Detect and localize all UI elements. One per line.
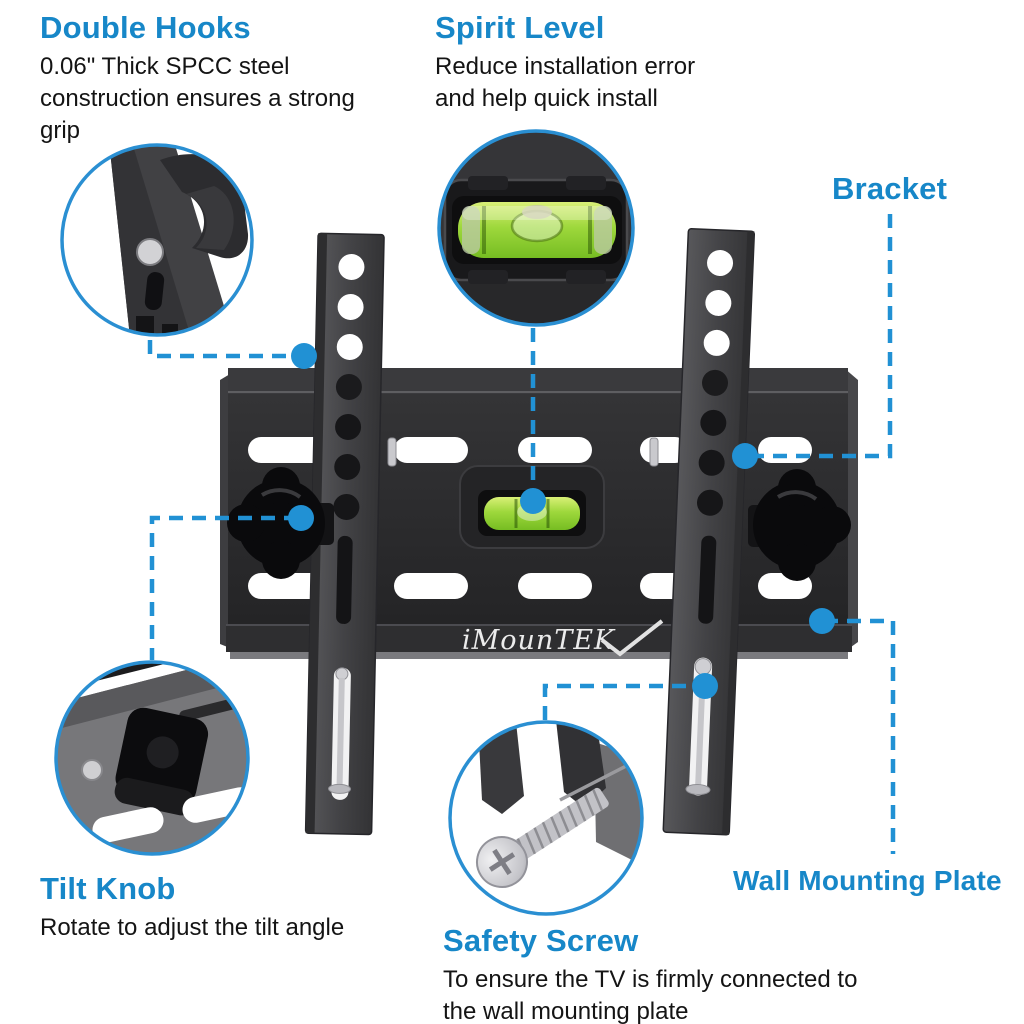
double-hooks-inset	[60, 143, 254, 337]
callout-safety-screw: Safety Screw To ensure the TV is firmly …	[443, 924, 859, 1024]
safety-screw-inset-ring	[448, 720, 644, 916]
right-safety-screw	[685, 658, 712, 796]
safety-screw-description: To ensure the TV is firmly connected to …	[443, 966, 858, 1024]
callout-tilt-knob: Tilt Knob Rotate to adjust the tilt angl…	[40, 872, 470, 944]
dot-safety-screw	[692, 673, 718, 699]
right-bracket-holes	[696, 249, 734, 516]
left-bracket-holes	[333, 254, 365, 520]
leader-dots	[288, 343, 835, 699]
right-bracket	[662, 227, 756, 836]
double-hooks-title: Double Hooks	[40, 10, 251, 45]
tilt-knob-inset	[54, 660, 250, 856]
callout-spirit-level: Spirit Level Reduce installation error a…	[435, 11, 735, 115]
double-hooks-inset-ring	[60, 143, 254, 337]
inset-knob-screw	[81, 759, 103, 781]
dot-spirit-level	[520, 488, 546, 514]
left-tilt-knob	[227, 467, 334, 579]
leader-wall-plate	[824, 618, 896, 854]
bracket-title: Bracket	[832, 171, 948, 206]
double-hooks-description: 0.06" Thick SPCC steel construction ensu…	[40, 53, 355, 144]
spirit-level-inset	[437, 129, 635, 327]
spirit-level-title: Spirit Level	[435, 10, 605, 45]
plate-bottom-lip	[230, 652, 848, 659]
left-bracket	[304, 232, 385, 836]
inset-knob-body	[114, 707, 209, 816]
inset-screw	[476, 787, 609, 888]
right-tilt-knob	[748, 469, 851, 581]
spirit-level-description: Reduce installation error and help quick…	[435, 53, 696, 113]
dot-bracket	[732, 443, 758, 469]
left-safety-screw	[328, 667, 352, 794]
dot-wall-plate	[809, 608, 835, 634]
tilt-knob-inset-ring	[54, 660, 250, 856]
callout-double-hooks: Double Hooks 0.06" Thick SPCC steel cons…	[40, 11, 392, 146]
brand-text: iMounTEK	[462, 625, 616, 656]
leader-lines	[147, 214, 896, 854]
spirit-level-inset-ring	[437, 129, 635, 327]
brand-checkmark-icon	[600, 619, 664, 657]
safety-screw-title: Safety Screw	[443, 923, 639, 958]
leader-double-hooks	[147, 340, 300, 359]
inset-vial	[458, 202, 616, 258]
callout-wall-mounting-plate: Wall Mounting Plate	[733, 865, 1002, 896]
tilt-knob-description: Rotate to adjust the tilt angle	[40, 914, 345, 942]
callout-bracket: Bracket	[832, 171, 948, 206]
tilt-knob-title: Tilt Knob	[40, 871, 176, 906]
leader-safety-screw	[542, 683, 702, 720]
dot-tilt-knob	[288, 505, 314, 531]
wall-mounting-plate-title: Wall Mounting Plate	[733, 865, 1002, 896]
leader-bracket	[750, 214, 893, 459]
leader-tilt-knob	[149, 515, 298, 660]
hook-screw-head	[136, 238, 164, 266]
right-bracket-slot	[698, 535, 717, 624]
dot-double-hooks	[291, 343, 317, 369]
left-bracket-slot	[336, 535, 353, 624]
safety-screw-inset	[448, 720, 644, 916]
